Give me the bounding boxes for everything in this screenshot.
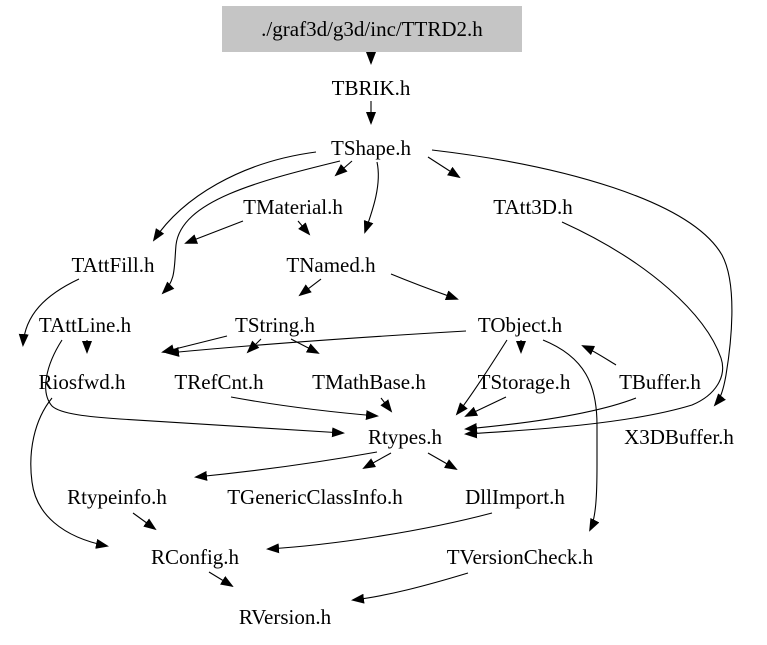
- node-label-Riosfwd: Riosfwd.h: [39, 370, 126, 394]
- edges-layer: [18, 52, 733, 604]
- edge-TShape-to-X3DBuffer: [431, 149, 733, 407]
- node-TGenericClassInfo[interactable]: TGenericClassInfo.h: [227, 485, 403, 509]
- node-label-TBRIK: TBRIK.h: [332, 76, 411, 100]
- node-label-TAtt3D: TAtt3D.h: [493, 195, 573, 219]
- edge-TObject-to-Rtypes: [455, 339, 508, 416]
- edge-TAtt3D-to-Rtypes: [464, 221, 724, 439]
- edge-Riosfwd-to-RConfig: [30, 397, 109, 549]
- edge-TRefCnt-to-Rtypes: [230, 396, 379, 421]
- edge-RConfig-to-RVersion: [208, 571, 234, 588]
- edge-TObject-to-Riosfwd: [166, 330, 467, 357]
- node-label-TAttLine: TAttLine.h: [39, 313, 132, 337]
- node-TRefCnt[interactable]: TRefCnt.h: [174, 370, 264, 394]
- node-label-TTRD2: ./graf3d/g3d/inc/TTRD2.h: [261, 17, 483, 41]
- edge-TMaterial-to-TAttFill: [184, 220, 244, 244]
- node-TNamed[interactable]: TNamed.h: [286, 253, 376, 277]
- edge-DllImport-to-RConfig: [266, 512, 493, 554]
- edge-TMathBase-to-Rtypes: [380, 397, 393, 413]
- edge-TMaterial-to-TNamed: [297, 220, 311, 236]
- node-TAttLine[interactable]: TAttLine.h: [39, 313, 132, 337]
- node-TAttFill[interactable]: TAttFill.h: [72, 253, 155, 277]
- node-TMaterial[interactable]: TMaterial.h: [243, 195, 343, 219]
- node-X3DBuffer[interactable]: X3DBuffer.h: [624, 425, 734, 449]
- node-label-RConfig: RConfig.h: [151, 545, 240, 569]
- edge-TAttFill-to-Riosfwd: [18, 278, 80, 347]
- node-label-TNamed: TNamed.h: [286, 253, 376, 277]
- node-label-Rtypeinfo: Rtypeinfo.h: [67, 485, 167, 509]
- node-label-TShape: TShape.h: [331, 136, 411, 160]
- edge-TStorage-to-Rtypes: [464, 396, 507, 417]
- node-label-TBuffer: TBuffer.h: [619, 370, 701, 394]
- edge-TNamed-to-TString: [298, 278, 322, 297]
- node-TString[interactable]: TString.h: [235, 313, 315, 337]
- edge-TString-to-Riosfwd: [161, 335, 228, 355]
- node-label-X3DBuffer: X3DBuffer.h: [624, 425, 734, 449]
- node-label-TMaterial: TMaterial.h: [243, 195, 343, 219]
- node-RVersion[interactable]: RVersion.h: [239, 605, 332, 629]
- node-label-TMathBase: TMathBase.h: [312, 370, 426, 394]
- edge-TBuffer-to-Rtypes: [464, 397, 637, 433]
- node-TBRIK[interactable]: TBRIK.h: [332, 76, 411, 100]
- node-label-TAttFill: TAttFill.h: [72, 253, 155, 277]
- edge-Rtypes-to-DllImport: [427, 452, 458, 470]
- edge-TNamed-to-TObject: [390, 273, 459, 300]
- edge-TShape-to-TNamed: [363, 161, 379, 234]
- edge-TShape-to-TAttFill: [152, 151, 317, 242]
- node-TShape[interactable]: TShape.h: [331, 136, 411, 160]
- root-node-box: [222, 6, 522, 52]
- edge-Rtypes-to-Rtypeinfo: [194, 451, 378, 481]
- edge-TShape-to-TAttLine: [161, 160, 341, 295]
- node-TStorage[interactable]: TStorage.h: [478, 370, 571, 394]
- node-TObject[interactable]: TObject.h: [478, 313, 563, 337]
- node-label-TObject: TObject.h: [478, 313, 563, 337]
- node-TAtt3D[interactable]: TAtt3D.h: [493, 195, 573, 219]
- edge-TString-to-TMathBase: [290, 338, 320, 354]
- edge-TBuffer-to-TObject: [581, 345, 617, 366]
- node-Rtypeinfo[interactable]: Rtypeinfo.h: [67, 485, 167, 509]
- node-TVersionCheck[interactable]: TVersionCheck.h: [447, 545, 594, 569]
- edge-TAttLine-to-Rtypes: [45, 339, 345, 438]
- node-label-TString: TString.h: [235, 313, 315, 337]
- node-label-TRefCnt: TRefCnt.h: [174, 370, 264, 394]
- node-label-DllImport: DllImport.h: [465, 485, 565, 509]
- edge-TShape-to-TAtt3D: [427, 156, 461, 179]
- node-RConfig[interactable]: RConfig.h: [151, 545, 240, 569]
- node-TBuffer[interactable]: TBuffer.h: [619, 370, 701, 394]
- edge-TShape-to-TMaterial: [334, 160, 353, 177]
- edge-Rtypeinfo-to-RConfig: [132, 512, 157, 531]
- node-DllImport[interactable]: DllImport.h: [465, 485, 565, 509]
- nodes-layer: ./graf3d/g3d/inc/TTRD2.hTBRIK.hTShape.hT…: [39, 6, 734, 629]
- node-label-TVersionCheck: TVersionCheck.h: [447, 545, 594, 569]
- node-Riosfwd[interactable]: Riosfwd.h: [39, 370, 126, 394]
- node-label-TGenericClassInfo: TGenericClassInfo.h: [227, 485, 403, 509]
- node-Rtypes[interactable]: Rtypes.h: [368, 425, 443, 449]
- node-label-RVersion: RVersion.h: [239, 605, 332, 629]
- node-label-Rtypes: Rtypes.h: [368, 425, 443, 449]
- edge-TVersionCheck-to-RVersion: [351, 572, 469, 604]
- edge-Rtypes-to-TGenericClassInfo: [362, 452, 392, 469]
- node-TTRD2[interactable]: ./graf3d/g3d/inc/TTRD2.h: [222, 6, 522, 52]
- edge-TObject-to-TVersionCheck: [542, 339, 600, 532]
- node-label-TStorage: TStorage.h: [478, 370, 571, 394]
- node-TMathBase[interactable]: TMathBase.h: [312, 370, 426, 394]
